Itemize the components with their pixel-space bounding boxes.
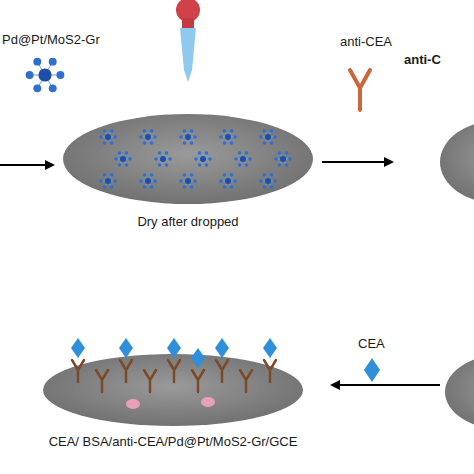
antigen-label: CEA (358, 336, 385, 352)
electrode (440, 120, 474, 204)
antibody-label: anti-C (404, 52, 441, 68)
electrode-caption: CEA/ BSA/anti-CEA/Pd@Pt/MoS2-Gr/GCE (34, 434, 312, 450)
antibody-label: anti-CEA (340, 34, 392, 50)
arrow (0, 164, 53, 166)
electrode-shape (58, 112, 318, 208)
step-caption: Dry after dropped (54, 214, 322, 230)
electrode-node: Dry after dropped (54, 112, 322, 230)
arrow (332, 384, 440, 386)
nanocomposite-icon (26, 58, 65, 93)
electrode-node: CEA/ BSA/anti-CEA/Pd@Pt/MoS2-Gr/GCE (34, 338, 312, 450)
antibody-icon (350, 70, 370, 110)
material-label: Pd@Pt/MoS2-Gr (2, 32, 100, 48)
arrow (322, 161, 392, 163)
pipette (176, 0, 200, 82)
cea-diamond (364, 358, 380, 382)
electrode (445, 354, 474, 430)
electrode-shape (38, 338, 308, 430)
